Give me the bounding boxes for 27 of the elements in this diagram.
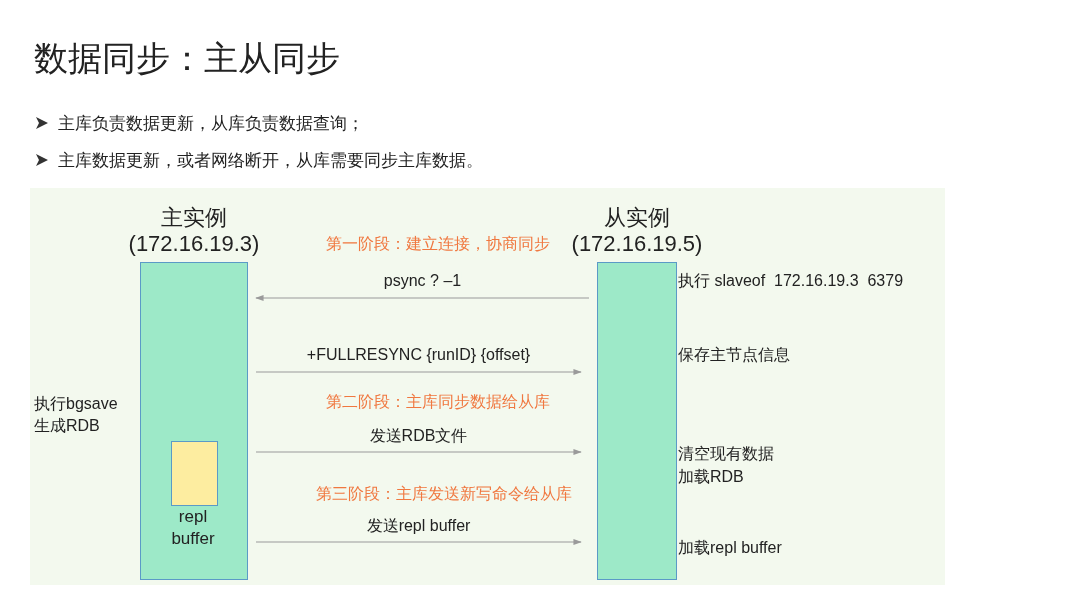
annotation: 清空现有数据 <box>678 444 774 464</box>
arrow <box>255 539 582 545</box>
arrow <box>255 295 590 301</box>
annotation: 执行 slaveof 172.16.19.3 6379 <box>678 271 904 291</box>
instance-title: 主实例 <box>160 204 228 232</box>
phase-heading: 第二阶段：主库同步数据给从库 <box>326 392 550 412</box>
edge-label: 发送RDB文件 <box>369 426 468 447</box>
ip-address: (172.16.19.3) <box>127 231 261 257</box>
edge-label: psync ? –1 <box>383 272 462 290</box>
annotation: 加载repl buffer <box>678 538 782 558</box>
instance-title: 从实例 <box>603 204 671 232</box>
arrow <box>255 369 582 375</box>
annotation: repl buffer <box>170 506 216 550</box>
annotation: 生成RDB <box>34 416 100 436</box>
buffer-box <box>171 441 218 506</box>
bullet-text: 主库负责数据更新，从库负责数据查询； <box>58 113 364 135</box>
edge-label: +FULLRESYNC {runID} {offset} <box>306 346 531 364</box>
slide-title: 数据同步：主从同步 <box>34 38 340 79</box>
annotation: 执行bgsave <box>34 394 118 414</box>
annotation: 保存主节点信息 <box>678 345 790 365</box>
phase-heading: 第三阶段：主库发送新写命令给从库 <box>316 484 572 504</box>
ip-address: (172.16.19.5) <box>570 231 704 257</box>
bullet-text: 主库数据更新，或者网络断开，从库需要同步主库数据。 <box>58 150 483 172</box>
phase-heading: 第一阶段：建立连接，协商同步 <box>326 234 550 254</box>
arrow <box>255 449 582 455</box>
edge-label: 发送repl buffer <box>366 516 471 537</box>
annotation: 加载RDB <box>678 467 744 487</box>
